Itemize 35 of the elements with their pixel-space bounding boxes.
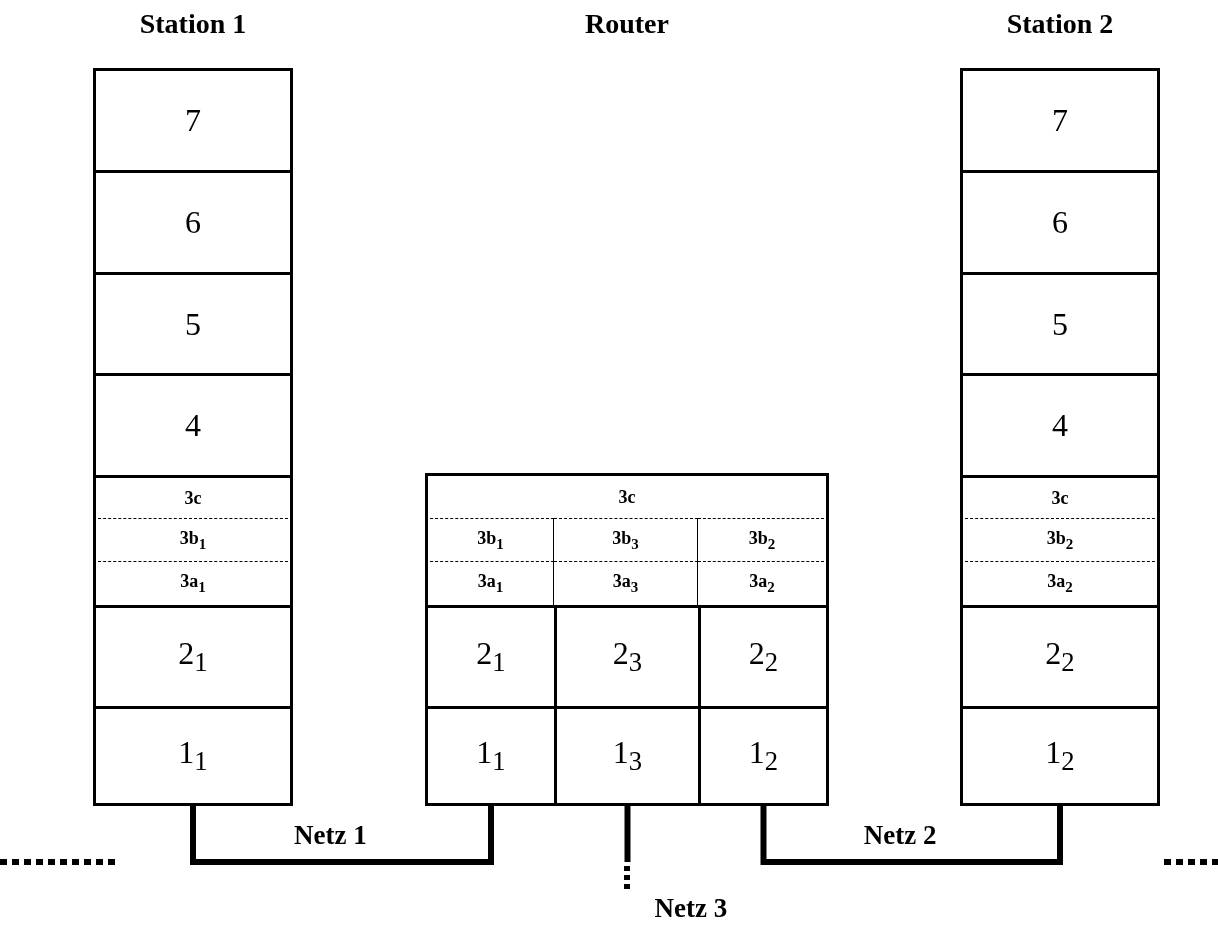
- protocol-layer: 7: [960, 68, 1160, 173]
- protocol-layer: 3a$_{2}$: [960, 561, 1160, 605]
- protocol-layer: 3a$_{2}$: [698, 561, 829, 605]
- protocol-layer: 3b$_{1}$: [425, 518, 554, 561]
- protocol-layer: 2$_{1}$: [425, 605, 557, 709]
- protocol-layer: 6: [960, 170, 1160, 275]
- protocol-layer: 1$_{1}$: [93, 706, 293, 806]
- protocol-layer: 2$_{2}$: [698, 605, 829, 709]
- protocol-layer: 1$_{1}$: [425, 706, 557, 806]
- protocol-layer: 1$_{2}$: [960, 706, 1160, 806]
- stack-heading: Station 1: [138, 8, 248, 40]
- protocol-layer: 6: [93, 170, 293, 275]
- stack-heading: Station 2: [1005, 8, 1115, 40]
- protocol-layer: 3c: [425, 473, 829, 518]
- protocol-layer: 5: [960, 272, 1160, 376]
- protocol-layer: 7: [93, 68, 293, 173]
- protocol-layer: 3b$_{3}$: [554, 518, 698, 561]
- protocol-layer: 3c: [960, 475, 1160, 518]
- protocol-layer: 3a$_{3}$: [554, 561, 698, 605]
- protocol-layer: 2$_{2}$: [960, 605, 1160, 709]
- protocol-layer: 5: [93, 272, 293, 376]
- protocol-layer: 3b$_{2}$: [960, 518, 1160, 561]
- protocol-layer: 3a$_{1}$: [93, 561, 293, 605]
- protocol-layer: 4: [93, 373, 293, 478]
- protocol-layer: 4: [960, 373, 1160, 478]
- protocol-layer: 3b$_{2}$: [698, 518, 829, 561]
- network-line: [624, 806, 631, 862]
- protocol-layer: 3c: [93, 475, 293, 518]
- network-line: [760, 806, 1063, 865]
- protocol-layer: 3b$_{1}$: [93, 518, 293, 561]
- protocol-layer: 1$_{2}$: [698, 706, 829, 806]
- protocol-layer: 3a$_{1}$: [425, 561, 554, 605]
- protocol-layer: 2$_{1}$: [93, 605, 293, 709]
- network-line: [190, 806, 494, 865]
- stack-heading: Router: [584, 8, 670, 40]
